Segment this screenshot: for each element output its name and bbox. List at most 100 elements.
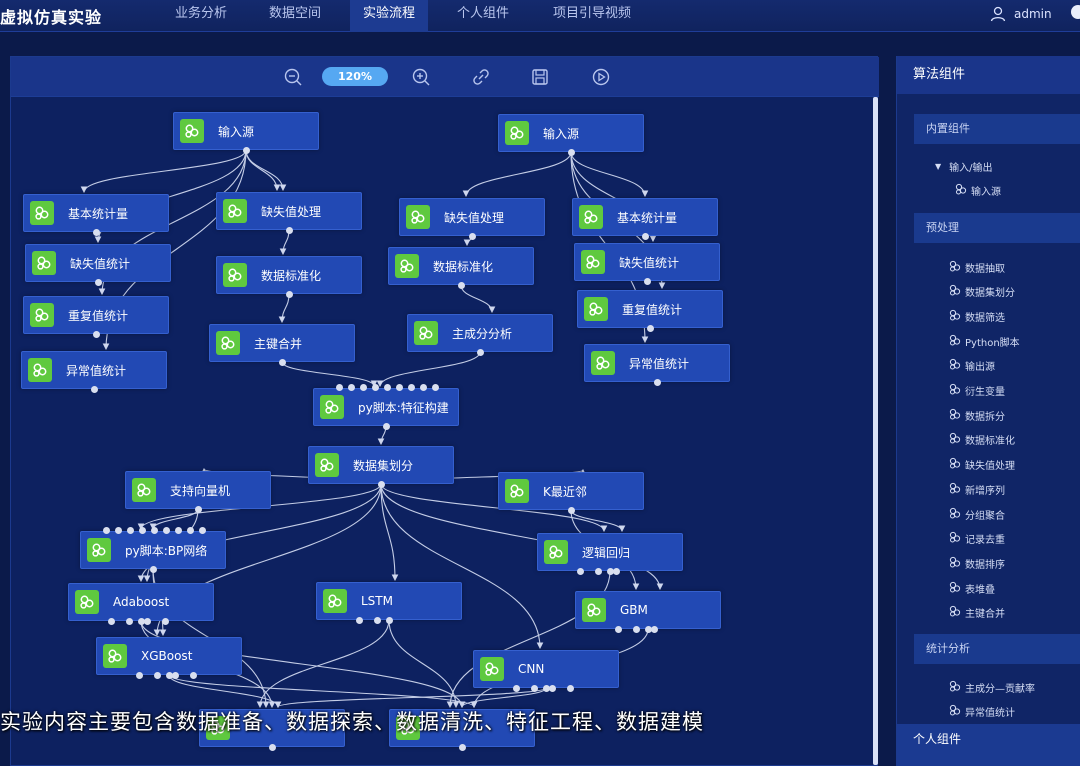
- connection-port[interactable]: [377, 480, 385, 488]
- connection-port[interactable]: [92, 330, 100, 338]
- flow-node-n-gbm[interactable]: GBM: [575, 591, 721, 629]
- zoom-in-icon[interactable]: [411, 67, 431, 87]
- connection-port[interactable]: [186, 526, 194, 534]
- flow-node-n-std2[interactable]: 数据标准化: [388, 247, 534, 285]
- group-statistical-analysis[interactable]: 统计分析: [914, 634, 1080, 664]
- connection-port[interactable]: [356, 616, 364, 624]
- connection-port[interactable]: [613, 567, 621, 575]
- flow-node-n-svm[interactable]: 支持向量机: [125, 471, 271, 509]
- connection-port[interactable]: [126, 526, 134, 534]
- connection-port[interactable]: [651, 625, 659, 633]
- connection-port[interactable]: [138, 526, 146, 534]
- connection-port[interactable]: [653, 378, 661, 386]
- flow-node-n-cnn[interactable]: CNN: [473, 650, 619, 688]
- connection-port[interactable]: [126, 617, 134, 625]
- flow-node-n-misscnt1[interactable]: 缺失值统计: [25, 244, 171, 282]
- connection-port[interactable]: [285, 226, 293, 234]
- connection-port[interactable]: [633, 625, 641, 633]
- connection-port[interactable]: [457, 281, 465, 289]
- connection-port[interactable]: [382, 422, 390, 430]
- zoom-level-badge[interactable]: 120%: [322, 67, 388, 86]
- component-item[interactable]: 表堆叠: [949, 580, 995, 596]
- connection-port[interactable]: [190, 671, 198, 679]
- connection-port[interactable]: [92, 228, 100, 236]
- connection-port[interactable]: [431, 383, 439, 391]
- connection-port[interactable]: [194, 505, 202, 513]
- connection-port[interactable]: [513, 684, 521, 692]
- flow-node-in2[interactable]: 输入源: [498, 114, 644, 152]
- flow-node-n-misscnt2[interactable]: 缺失值统计: [574, 243, 720, 281]
- connection-port[interactable]: [374, 616, 382, 624]
- connection-port[interactable]: [108, 617, 116, 625]
- connection-port[interactable]: [643, 277, 651, 285]
- connection-port[interactable]: [347, 383, 355, 391]
- flow-node-n-ada[interactable]: Adaboost: [68, 583, 214, 621]
- personal-components-section[interactable]: 个人组件: [897, 724, 1080, 766]
- connection-port[interactable]: [644, 625, 652, 633]
- connection-port[interactable]: [458, 743, 466, 751]
- component-item[interactable]: 新增序列: [949, 481, 1005, 497]
- component-item[interactable]: 数据排序: [949, 555, 1005, 571]
- connection-port[interactable]: [641, 232, 649, 240]
- connection-port[interactable]: [150, 526, 158, 534]
- connection-port[interactable]: [567, 684, 575, 692]
- connection-port[interactable]: [395, 383, 403, 391]
- flow-node-n-basic2[interactable]: 基本统计量: [572, 198, 718, 236]
- link-icon[interactable]: [471, 67, 491, 87]
- tab-business-analysis[interactable]: 业务分析: [174, 6, 227, 21]
- connection-port[interactable]: [90, 385, 98, 393]
- tree-folder-io[interactable]: ▼ 输入/输出: [935, 158, 993, 174]
- connection-port[interactable]: [371, 383, 379, 391]
- settings-icon[interactable]: [1071, 5, 1080, 19]
- connection-port[interactable]: [154, 671, 162, 679]
- connection-port[interactable]: [567, 506, 575, 514]
- group-builtin-components[interactable]: 内置组件: [914, 114, 1080, 144]
- flow-node-n-out1[interactable]: [199, 709, 345, 747]
- tab-data-space[interactable]: 数据空间: [268, 6, 321, 21]
- save-icon[interactable]: [530, 67, 550, 87]
- tab-experiment-flow[interactable]: 实验流程: [350, 0, 428, 32]
- connection-port[interactable]: [646, 324, 654, 332]
- canvas-scrollbar[interactable]: [873, 97, 878, 765]
- connection-port[interactable]: [385, 616, 393, 624]
- connection-port[interactable]: [165, 671, 173, 679]
- connection-port[interactable]: [577, 567, 585, 575]
- zoom-out-icon[interactable]: [283, 67, 303, 87]
- flow-node-n-knn[interactable]: K最近邻: [498, 472, 644, 510]
- component-item[interactable]: 数据筛选: [949, 308, 1005, 324]
- connection-port[interactable]: [136, 671, 144, 679]
- flow-node-n-merge[interactable]: 主键合并: [209, 324, 355, 362]
- component-item[interactable]: 输出源: [949, 358, 995, 374]
- connection-port[interactable]: [359, 383, 367, 391]
- component-item[interactable]: 数据拆分: [949, 407, 1005, 423]
- flow-canvas[interactable]: 输入源输入源基本统计量缺失值处理缺失值统计数据标准化重复值统计主键合并异常值统计…: [11, 97, 875, 765]
- flow-node-n-pca[interactable]: 主成分分析: [407, 314, 553, 352]
- connection-port[interactable]: [531, 684, 539, 692]
- connection-port[interactable]: [268, 743, 276, 751]
- run-icon[interactable]: [591, 67, 611, 87]
- connection-port[interactable]: [172, 671, 180, 679]
- connection-port[interactable]: [114, 526, 122, 534]
- component-item[interactable]: 缺失值处理: [949, 457, 1015, 473]
- connection-port[interactable]: [137, 617, 145, 625]
- connection-port[interactable]: [335, 383, 343, 391]
- connection-port[interactable]: [162, 526, 170, 534]
- connection-port[interactable]: [278, 358, 286, 366]
- flow-node-n-basic1[interactable]: 基本统计量: [23, 194, 169, 232]
- connection-port[interactable]: [567, 148, 575, 156]
- connection-port[interactable]: [242, 146, 250, 154]
- component-item[interactable]: 记录去重: [949, 531, 1005, 547]
- component-item[interactable]: 衍生变量: [949, 383, 1005, 399]
- connection-port[interactable]: [595, 567, 603, 575]
- component-item[interactable]: 主键合并: [949, 605, 1005, 621]
- component-input-source[interactable]: 输入源: [955, 182, 1001, 198]
- connection-port[interactable]: [419, 383, 427, 391]
- connection-port[interactable]: [174, 526, 182, 534]
- connection-port[interactable]: [615, 625, 623, 633]
- tab-personal-components[interactable]: 个人组件: [456, 6, 509, 21]
- flow-node-n-std1[interactable]: 数据标准化: [216, 256, 362, 294]
- flow-node-n-outlier1[interactable]: 异常值统计: [21, 351, 167, 389]
- group-preprocessing[interactable]: 预处理: [914, 213, 1080, 243]
- component-item[interactable]: 主成分—贡献率: [949, 679, 1035, 695]
- connection-port[interactable]: [144, 617, 152, 625]
